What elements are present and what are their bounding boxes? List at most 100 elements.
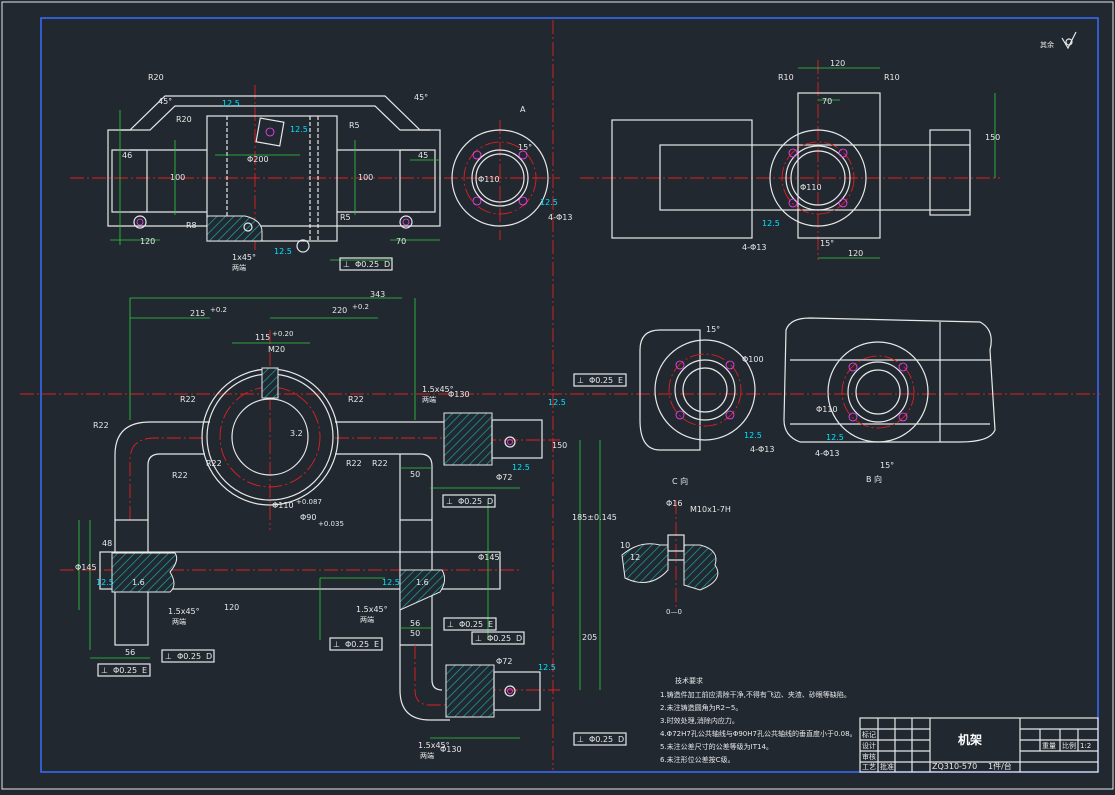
dimension-label: +0.2 [352, 303, 369, 311]
dimension-label: 1.5x45° [418, 741, 450, 750]
dimension-label: 12 [630, 553, 640, 562]
top-left-view: R20 R20 R5 R5 R8 45° 45° Φ200 45 100 100… [70, 73, 572, 272]
dimension-label: Φ0.25 [589, 376, 613, 385]
dimension-label: 12.5 [762, 219, 780, 228]
dimension-label: 45 [418, 151, 428, 160]
dimension-label: 12.5 [274, 247, 292, 256]
dimension-label: Φ72 [496, 473, 512, 482]
dimension-label: 15° [706, 325, 720, 334]
dimension-label: 4-Φ13 [742, 243, 766, 252]
dimension-label: R5 [340, 213, 351, 222]
dimension-label: 批准 [880, 762, 894, 771]
dimension-label: ⊥ [475, 634, 482, 643]
dimension-label: 机架 [958, 732, 982, 747]
dimension-label: 15° [518, 143, 532, 152]
dimension-label: 205 [582, 633, 597, 642]
dimension-label: +0.2 [210, 306, 227, 314]
drawing-border [40, 17, 1099, 773]
dimension-label: 0—0 [666, 608, 682, 616]
dimension-label: 70 [822, 97, 832, 106]
dimension-label: 12.5 [512, 463, 530, 472]
dimension-label: +0.20 [272, 330, 293, 338]
dimension-label: Φ0.25 [589, 735, 613, 744]
dimension-label: M20 [268, 345, 285, 354]
dimension-label: 50 [410, 629, 420, 638]
top-right-view: 120 120 R10 R10 150 70 Φ110 4-Φ13 12.5 1… [580, 59, 1000, 260]
dimension-label: 1.6 [132, 578, 145, 587]
dimension-label: ⊥ [165, 652, 172, 661]
roughness-note: 其余 [1040, 31, 1077, 50]
dimension-label: 120 [830, 59, 845, 68]
dimension-label: Φ130 [448, 390, 470, 399]
dimension-label: 技术要求 [675, 676, 703, 685]
dimension-label: ⊥ [343, 260, 350, 269]
dimension-label: R22 [206, 459, 222, 468]
dimension-label: 设计 [862, 741, 876, 750]
dimension-label: 343 [370, 290, 385, 299]
dimension-label: 45° [414, 93, 428, 102]
dimension-label: 50 [410, 470, 420, 479]
dimension-label: +0.035 [318, 520, 344, 528]
dimension-label: Φ110 [800, 183, 822, 192]
dimension-label: 150 [552, 441, 567, 450]
dimension-label: R8 [186, 221, 197, 230]
dimension-label: Φ16 [666, 499, 682, 508]
dimension-label: 150 [985, 133, 1000, 142]
dimension-label: 1.5x45° [356, 605, 388, 614]
dimension-label: 48 [102, 539, 112, 548]
dimension-label: 56 [410, 619, 420, 628]
dimension-label: R5 [349, 121, 360, 130]
dimension-label: E [488, 620, 493, 629]
dimension-label: 12.5 [744, 431, 762, 440]
dimension-label: 12.5 [382, 578, 400, 587]
dimension-label: ⊥ [446, 497, 453, 506]
dimension-label: 12.5 [548, 398, 566, 407]
dimension-label: 1件/台 [988, 761, 1012, 771]
dimension-label: Φ0.25 [177, 652, 201, 661]
dimension-label: R20 [148, 73, 164, 82]
dimension-label: 120 [140, 237, 155, 246]
dimension-label: 15° [880, 461, 894, 470]
dimension-label: 46 [122, 151, 132, 160]
dimension-label: Φ145 [75, 563, 97, 572]
dimension-label: ZQ310-570 [932, 762, 977, 771]
dimension-label: Φ0.25 [487, 634, 511, 643]
dimension-label: 5.未注公差尺寸的公差等级为IT14。 [660, 742, 773, 751]
dimension-label: Φ0.25 [459, 620, 483, 629]
dimension-label: 220 [332, 306, 347, 315]
dimension-label: Φ110 [272, 501, 294, 510]
dimension-label: R22 [180, 395, 196, 404]
dimension-label: E [618, 376, 623, 385]
dimension-label: ⊥ [577, 376, 584, 385]
dimension-label: D [206, 652, 212, 661]
dimension-label: Φ0.25 [345, 640, 369, 649]
dimension-label: 两端 [360, 615, 374, 624]
dimension-label: D [384, 260, 390, 269]
dimension-label: 215 [190, 309, 205, 318]
dimension-label: ⊥ [577, 735, 584, 744]
dimension-label: 1.铸造件加工前应清除干净,不得有飞边、夹渣、砂眼等缺陷。 [660, 690, 851, 699]
dimension-label: A [520, 105, 526, 114]
dimension-label: D [516, 634, 522, 643]
dimension-label: 45° [158, 97, 172, 106]
dimension-label: 12.5 [538, 663, 556, 672]
dimension-label: M10x1-7H [690, 505, 731, 514]
dimension-label: Φ110 [478, 175, 500, 184]
dimension-label: R22 [93, 421, 109, 430]
dimension-label: 56 [125, 648, 135, 657]
dimension-label: +0.087 [296, 498, 322, 506]
title-block: 标记 设计 审核 工艺 批准 机架 ZQ310-570 1件/台 重量 比例 1… [859, 717, 1099, 773]
dimension-label: R10 [884, 73, 900, 82]
dimension-label: 4.Φ72H7孔公共轴线与Φ90H7孔公共轴线的垂直度小于0.08。 [660, 729, 857, 738]
dimension-label: 重量 [1042, 742, 1056, 750]
dimension-label: Φ72 [496, 657, 512, 666]
dimension-label: Φ90 [300, 513, 316, 522]
flange-views: Φ100 4-Φ13 15° 12.5 Φ110 4-Φ13 15° 12.5 … [620, 317, 996, 616]
dimension-label: 比例 [1062, 741, 1076, 750]
dimension-label: 两端 [420, 751, 434, 760]
dimension-label: R10 [778, 73, 794, 82]
dimension-label: 2.未注铸造圆角为R2~5。 [660, 703, 742, 712]
dimension-label: 标记 [862, 730, 876, 739]
